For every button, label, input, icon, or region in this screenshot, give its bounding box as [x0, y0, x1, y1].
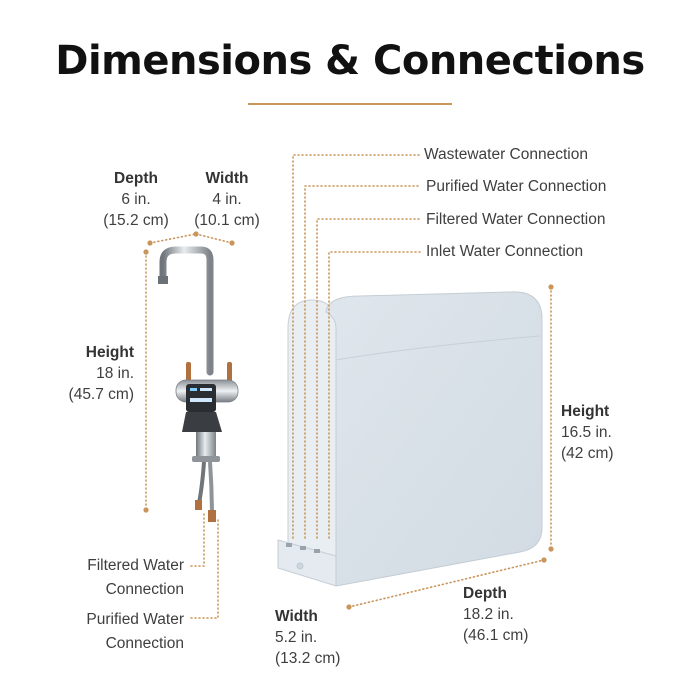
title-divider	[248, 103, 452, 105]
page-title: Dimensions & Connections	[55, 38, 645, 84]
unit-width-heading: Width	[275, 608, 318, 625]
faucet-width-label: Width 4 in. (10.1 cm)	[189, 168, 265, 231]
unit-height-inches: 16.5 in.	[561, 424, 612, 441]
faucet-depth-label: Depth 6 in. (15.2 cm)	[100, 168, 172, 231]
unit-depth-label: Depth 18.2 in. (46.1 cm)	[463, 583, 553, 646]
faucet-height-heading: Height	[85, 344, 134, 361]
unit-width-inches: 5.2 in.	[275, 629, 318, 646]
faucet-width-inches: 4 in.	[212, 191, 242, 208]
faucet-filtered-line2: Connection	[105, 581, 184, 598]
unit-width-cm: (13.2 cm)	[275, 650, 341, 667]
faucet-height-label: Height 18 in. (45.7 cm)	[40, 342, 134, 405]
unit-width-label: Width 5.2 in. (13.2 cm)	[275, 606, 365, 669]
faucet-filtered-line1: Filtered Water	[87, 557, 184, 574]
faucet-illustration	[158, 246, 239, 522]
faucet-depth-heading: Depth	[114, 170, 158, 187]
ro-unit-illustration	[277, 291, 543, 587]
filtered-water-connection-label: Filtered Water Connection	[426, 211, 606, 228]
faucet-height-inches: 18 in.	[96, 365, 134, 382]
unit-height-label: Height 16.5 in. (42 cm)	[561, 401, 651, 464]
faucet-depth-cm: (15.2 cm)	[103, 212, 169, 229]
faucet-purified-line2: Connection	[105, 635, 184, 652]
faucet-purified-connection-label: Purified Water Connection	[40, 608, 184, 656]
inlet-water-connection-label: Inlet Water Connection	[426, 243, 584, 260]
unit-depth-inches: 18.2 in.	[463, 606, 514, 623]
faucet-height-cm: (45.7 cm)	[68, 386, 134, 403]
purified-water-connection-label: Purified Water Connection	[426, 178, 607, 195]
faucet-width-heading: Width	[205, 170, 249, 187]
faucet-width-cm: (10.1 cm)	[194, 212, 260, 229]
unit-height-heading: Height	[561, 403, 610, 420]
unit-depth-cm: (46.1 cm)	[463, 627, 529, 644]
wastewater-connection-label: Wastewater Connection	[424, 146, 588, 163]
faucet-depth-inches: 6 in.	[121, 191, 151, 208]
unit-height-cm: (42 cm)	[561, 445, 614, 462]
faucet-purified-line1: Purified Water	[86, 611, 184, 628]
unit-depth-heading: Depth	[463, 585, 507, 602]
faucet-filtered-connection-label: Filtered Water Connection	[40, 554, 184, 602]
